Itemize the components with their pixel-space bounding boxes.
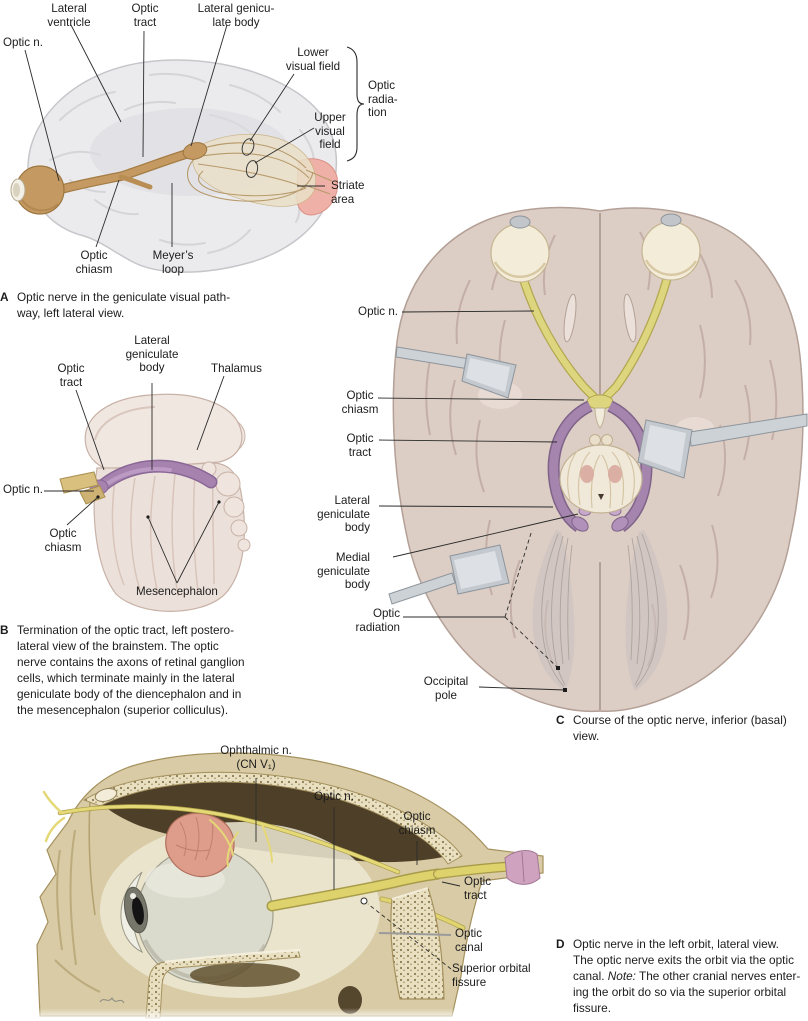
caption-a-text: Optic nerve in the geniculate visual pat…: [17, 290, 231, 320]
caption-d: D Optic nerve in the left orbit, lateral…: [556, 936, 806, 1016]
olfactory-sulcus-right: [623, 293, 637, 343]
caption-b-text: Termination of the optic tract, left pos…: [17, 623, 245, 717]
label-c-optic-tract: Optic tract: [346, 432, 374, 459]
optic-nerve-stub: [59, 471, 99, 494]
supraorbital-notch: [94, 788, 118, 802]
panel-a-leader-lines: [24, 24, 325, 248]
label-a-optic-chiasm: Optic chiasm: [75, 249, 113, 276]
caption-b-letter: B: [0, 623, 9, 637]
label-a-meyers-loop: Meyer’s loop: [152, 249, 194, 276]
eyeball-right: [641, 221, 701, 281]
lateral-geniculate-body-right: [611, 516, 629, 532]
label-b-thalamus: Thalamus: [211, 362, 262, 375]
cerebral-aqueduct: [598, 494, 604, 500]
label-c-lateral-geniculate-body: Lateral geniculate body: [317, 494, 370, 535]
lateral-geniculate-body-left: [571, 516, 589, 532]
label-c-optic-n: Optic n.: [358, 305, 398, 318]
pupil: [132, 897, 144, 925]
panel-d-leader-lines: [255, 778, 461, 970]
label-c-medial-geniculate-body: Medial geniculate body: [317, 551, 370, 592]
sphenoid-bone-wedge: [390, 887, 445, 1000]
panel-d-illustration: [36, 752, 546, 1021]
label-c-occipital-pole: Occipital pole: [423, 675, 469, 702]
label-b-mesencephalon: Mesencephalon: [136, 585, 218, 598]
caption-c: C Course of the optic nerve, inferior (b…: [556, 712, 806, 744]
label-d-optic-n: Optic n.: [314, 790, 354, 803]
lateral-geniculate-body-a: [182, 142, 208, 160]
optic-tract-left: [549, 401, 593, 531]
label-b-optic-tract: Optic tract: [57, 362, 85, 389]
optic-chiasm-c: [586, 394, 614, 410]
label-d-optic-tract: Optic tract: [464, 875, 492, 902]
optic-tract-right: [607, 401, 651, 531]
thalamus-body: [84, 393, 243, 471]
label-a-optic-n: Optic n.: [3, 36, 43, 49]
artist-signature: [99, 997, 125, 1004]
retractor-left-upper: [395, 346, 517, 399]
caption-d-note: Note:: [607, 969, 636, 983]
caption-c-text: Course of the optic nerve, inferior (bas…: [573, 713, 787, 743]
optic-nerve-stub-2: [79, 485, 106, 505]
cranial-cavity-dark: [96, 774, 448, 863]
panel-c-leader-lines: [377, 310, 585, 692]
panel-b-leader-lines: [44, 375, 225, 584]
label-a-lower-visual-field: Lower visual field: [285, 46, 341, 73]
optic-radiation-right: [625, 530, 668, 691]
optic-nerve-d: [268, 870, 442, 910]
mammillary-body-left: [589, 434, 601, 446]
caption-d-text-part1: Optic nerve in the left orbit, lateral v…: [573, 937, 794, 983]
midbrain-cross-section: [559, 444, 643, 514]
optic-chiasm-branch: [118, 174, 153, 190]
caption-d-text-part2: The other cranial nerves enter- ing the …: [573, 969, 801, 1015]
panel-c-illustration: [388, 206, 808, 713]
label-d-optic-chiasm: Optic chiasm: [398, 810, 436, 837]
cornea-cap-left: [509, 215, 531, 229]
retractor-left-lower: [388, 544, 510, 605]
label-b-lateral-geniculate-body: Lateral geniculate body: [125, 334, 179, 375]
optic-radiation-brace: [346, 46, 365, 162]
label-a-upper-visual-field: Upper visual field: [314, 111, 346, 152]
eyeball-left: [490, 223, 550, 283]
label-a-optic-radiation: Optic radia- tion: [368, 79, 398, 120]
panel-b-illustration: [59, 393, 251, 612]
lacrimal-gland: [165, 812, 235, 878]
red-nucleus-left: [580, 465, 594, 483]
panel-a-illustration: [10, 46, 365, 273]
optic-tract-stub-d: [504, 850, 541, 885]
caption-d-text: Optic nerve in the left orbit, lateral v…: [573, 936, 806, 1016]
cornea-cap-right: [660, 213, 682, 227]
caption-a: A Optic nerve in the geniculate visual p…: [0, 289, 270, 321]
label-a-striate-area: Striate area: [331, 179, 365, 206]
label-b-optic-n: Optic n.: [3, 483, 43, 496]
lower-field-bundle-loop: [241, 138, 255, 156]
fissure-marker: [360, 897, 368, 905]
optic-radiation-left: [532, 530, 575, 691]
label-b-optic-chiasm: Optic chiasm: [44, 527, 82, 554]
orbital-roof-trabecular-bone: [82, 771, 463, 865]
caption-b: B Termination of the optic tract, left p…: [0, 622, 280, 718]
label-d-ophthalmic-n: Ophthalmic n. (CN V₁): [220, 744, 292, 771]
label-a-lateral-ventricle: Lateral ventricle: [47, 2, 91, 29]
label-a-lateral-geniculate-body: Lateral genicu- late body: [197, 2, 275, 29]
upper-field-bundle-loop: [245, 160, 259, 178]
red-nucleus-right: [608, 465, 622, 483]
label-a-optic-tract: Optic tract: [131, 2, 159, 29]
infundibulum: [594, 407, 606, 429]
label-d-superior-orbital-fissure: Superior orbital fissure: [452, 962, 531, 989]
label-c-optic-radiation: Optic radiation: [355, 607, 400, 634]
retractor-right: [637, 413, 808, 479]
caption-c-letter: C: [556, 713, 565, 727]
caption-a-letter: A: [0, 290, 9, 304]
label-d-optic-canal: Optic canal: [455, 927, 483, 954]
label-c-optic-chiasm: Optic chiasm: [341, 389, 379, 416]
caption-d-letter: D: [556, 937, 565, 951]
colliculi-bumps: [201, 461, 251, 552]
olfactory-sulcus-left: [563, 293, 577, 343]
mammillary-body-right: [601, 434, 613, 446]
